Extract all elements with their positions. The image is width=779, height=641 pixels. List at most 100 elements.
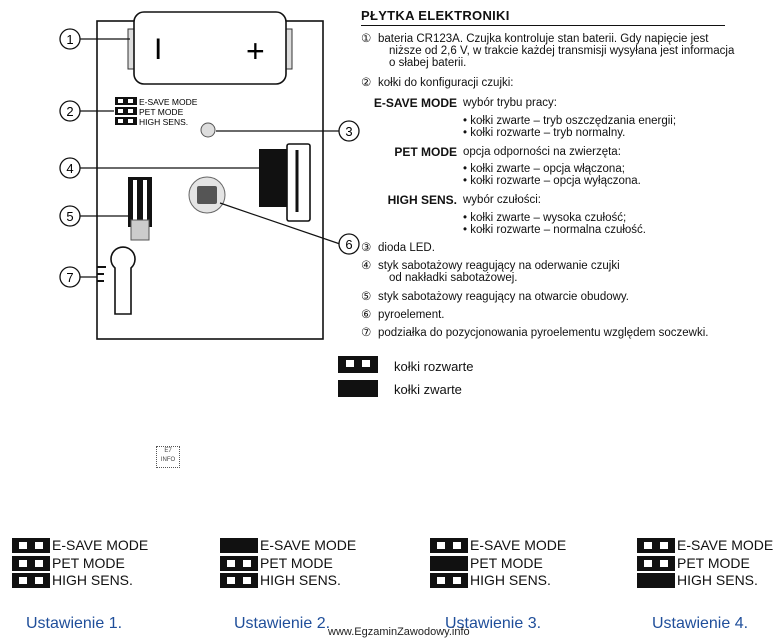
jumper-pin-gap bbox=[644, 542, 652, 549]
setting-2-caption: Ustawienie 2. bbox=[234, 615, 331, 632]
jumper-pin-gap bbox=[35, 560, 43, 567]
setting-4-jumper-1-open bbox=[637, 538, 675, 553]
setting-4-label-1: E-SAVE MODE bbox=[677, 537, 774, 553]
jumper-pin-gap bbox=[243, 577, 251, 584]
mode-highsens-opt2: • kołki rozwarte – normalna czułość. bbox=[463, 224, 646, 236]
jumper-pin-gap bbox=[243, 560, 251, 567]
mode-esave-name: E-SAVE MODE bbox=[373, 96, 457, 110]
item-6-marker: ⑥ bbox=[361, 309, 372, 321]
mode-esave-opt2: • kołki rozwarte – tryb normalny. bbox=[463, 127, 626, 139]
setting-4-label-3: HIGH SENS. bbox=[677, 572, 758, 588]
setting-2-jumper-1-closed bbox=[220, 538, 258, 553]
jumper-pin-gap bbox=[644, 560, 652, 567]
legend-open-jumper bbox=[338, 356, 378, 373]
item-4-line-1: styk sabotażowy reagujący na oderwanie c… bbox=[378, 260, 620, 272]
item-2-text: kołki do konfiguracji czujki: bbox=[378, 77, 514, 89]
jumper-pin-gap bbox=[437, 542, 445, 549]
jumper-pin-gap bbox=[453, 542, 461, 549]
setting-1-jumper-3-open bbox=[12, 573, 50, 588]
battery-minus: I bbox=[154, 33, 162, 66]
svg-text:4: 4 bbox=[66, 161, 73, 176]
setting-2-label-1: E-SAVE MODE bbox=[260, 537, 357, 553]
mode-pet-opt2: • kołki rozwarte – opcja wyłączona. bbox=[463, 175, 641, 187]
mode-pet-name: PET MODE bbox=[394, 145, 457, 159]
item-1-line-3: o słabej baterii. bbox=[389, 57, 467, 69]
setting-1-label-3: HIGH SENS. bbox=[52, 572, 133, 588]
setting-1-jumper-2-open bbox=[12, 556, 50, 571]
mode-highsens-desc: wybór czułości: bbox=[463, 194, 541, 206]
jumper-pin-gap bbox=[19, 542, 27, 549]
mounting-hole bbox=[110, 246, 136, 315]
setting-2-label-3: HIGH SENS. bbox=[260, 572, 341, 588]
svg-text:7: 7 bbox=[66, 270, 73, 285]
jumper-pin-gap bbox=[227, 577, 235, 584]
legend-closed-jumper bbox=[338, 380, 378, 397]
callout-5: 5 bbox=[59, 205, 81, 227]
item-3-text: dioda LED. bbox=[378, 242, 435, 254]
mode-highsens-opt1: • kołki zwarte – wysoka czułość; bbox=[463, 212, 627, 224]
mode-highsens-name: HIGH SENS. bbox=[387, 193, 457, 207]
callout-7: 7 bbox=[59, 266, 81, 288]
tamper-spring bbox=[128, 177, 152, 227]
setting-3-jumper-2-closed bbox=[430, 556, 468, 571]
setting-2-jumper-2-open bbox=[220, 556, 258, 571]
mode-esave-desc: wybór trybu pracy: bbox=[463, 97, 557, 109]
svg-text:3: 3 bbox=[345, 124, 352, 139]
item-1: ① bbox=[361, 33, 371, 45]
setting-1-caption: Ustawienie 1. bbox=[26, 615, 123, 632]
item-7-text: podziałka do pozycjonowania pyroelementu… bbox=[378, 327, 709, 339]
qr-icon: E7 INFO bbox=[156, 446, 180, 468]
item-1-marker: ① bbox=[361, 33, 372, 45]
item-3-marker: ③ bbox=[361, 242, 372, 254]
item-1-line-2: niższe od 2,6 V, w trakcie każdej transm… bbox=[389, 45, 735, 57]
setting-2-jumper-3-open bbox=[220, 573, 258, 588]
svg-text:5: 5 bbox=[66, 209, 73, 224]
mode-esave-opt1: • kołki zwarte – tryb oszczędzania energ… bbox=[463, 115, 677, 127]
led bbox=[200, 122, 216, 138]
setting-1-jumper-1-open bbox=[12, 538, 50, 553]
jumper-pin-gap bbox=[660, 542, 668, 549]
mode-pet-opt1: • kołki zwarte – opcja włączona; bbox=[463, 163, 625, 175]
item-4-marker: ④ bbox=[361, 260, 372, 272]
jumper-pin-gap bbox=[19, 560, 27, 567]
legend-open-label: kołki rozwarte bbox=[394, 359, 474, 374]
battery bbox=[133, 11, 287, 85]
setting-1-label-2: PET MODE bbox=[52, 555, 125, 571]
svg-text:2: 2 bbox=[66, 104, 73, 119]
item-7-marker: ⑦ bbox=[361, 327, 372, 339]
setting-4-label-2: PET MODE bbox=[677, 555, 750, 571]
setting-3-caption: Ustawienie 3. bbox=[445, 615, 542, 632]
jumper-pin-gap bbox=[35, 577, 43, 584]
svg-text:1: 1 bbox=[66, 32, 73, 47]
scale-marks bbox=[97, 266, 106, 282]
mode-pet-desc: opcja odporności na zwierzęta: bbox=[463, 146, 621, 158]
setting-3-label-3: HIGH SENS. bbox=[470, 572, 551, 588]
setting-3-jumper-3-open bbox=[430, 573, 468, 588]
board-label-esave: E-SAVE MODE bbox=[139, 97, 198, 107]
panel-title: PŁYTKA ELEKTRONIKI bbox=[361, 8, 510, 23]
board-label-pet: PET MODE bbox=[139, 107, 184, 117]
board-jumpers bbox=[115, 97, 137, 125]
callout-2: 2 bbox=[59, 100, 81, 122]
jumper-pin-gap bbox=[437, 577, 445, 584]
setting-4-caption: Ustawienie 4. bbox=[652, 615, 749, 632]
svg-text:6: 6 bbox=[345, 237, 352, 252]
watermark: www.EgzaminZawodowy.info bbox=[328, 626, 470, 638]
item-5-text: styk sabotażowy reagujący na otwarcie ob… bbox=[378, 291, 630, 303]
title-divider bbox=[361, 25, 725, 26]
jumper-pin-gap bbox=[660, 560, 668, 567]
tamper-switch-cover bbox=[259, 149, 289, 207]
board-label-highsens: HIGH SENS. bbox=[139, 117, 188, 127]
setting-3-jumper-1-open bbox=[430, 538, 468, 553]
item-2-marker: ② bbox=[361, 77, 372, 89]
battery-plus: + bbox=[246, 33, 265, 69]
item-1-line-1: bateria CR123A. Czujka kontroluje stan b… bbox=[378, 33, 709, 45]
legend-closed-label: kołki zwarte bbox=[394, 382, 462, 397]
callout-1: 1 bbox=[59, 28, 81, 50]
item-4-line-2: od nakładki sabotażowej. bbox=[389, 272, 518, 284]
setting-3-label-1: E-SAVE MODE bbox=[470, 537, 567, 553]
jumper-pin-gap bbox=[453, 577, 461, 584]
setting-3-label-2: PET MODE bbox=[470, 555, 543, 571]
callout-3: 3 bbox=[338, 120, 360, 142]
